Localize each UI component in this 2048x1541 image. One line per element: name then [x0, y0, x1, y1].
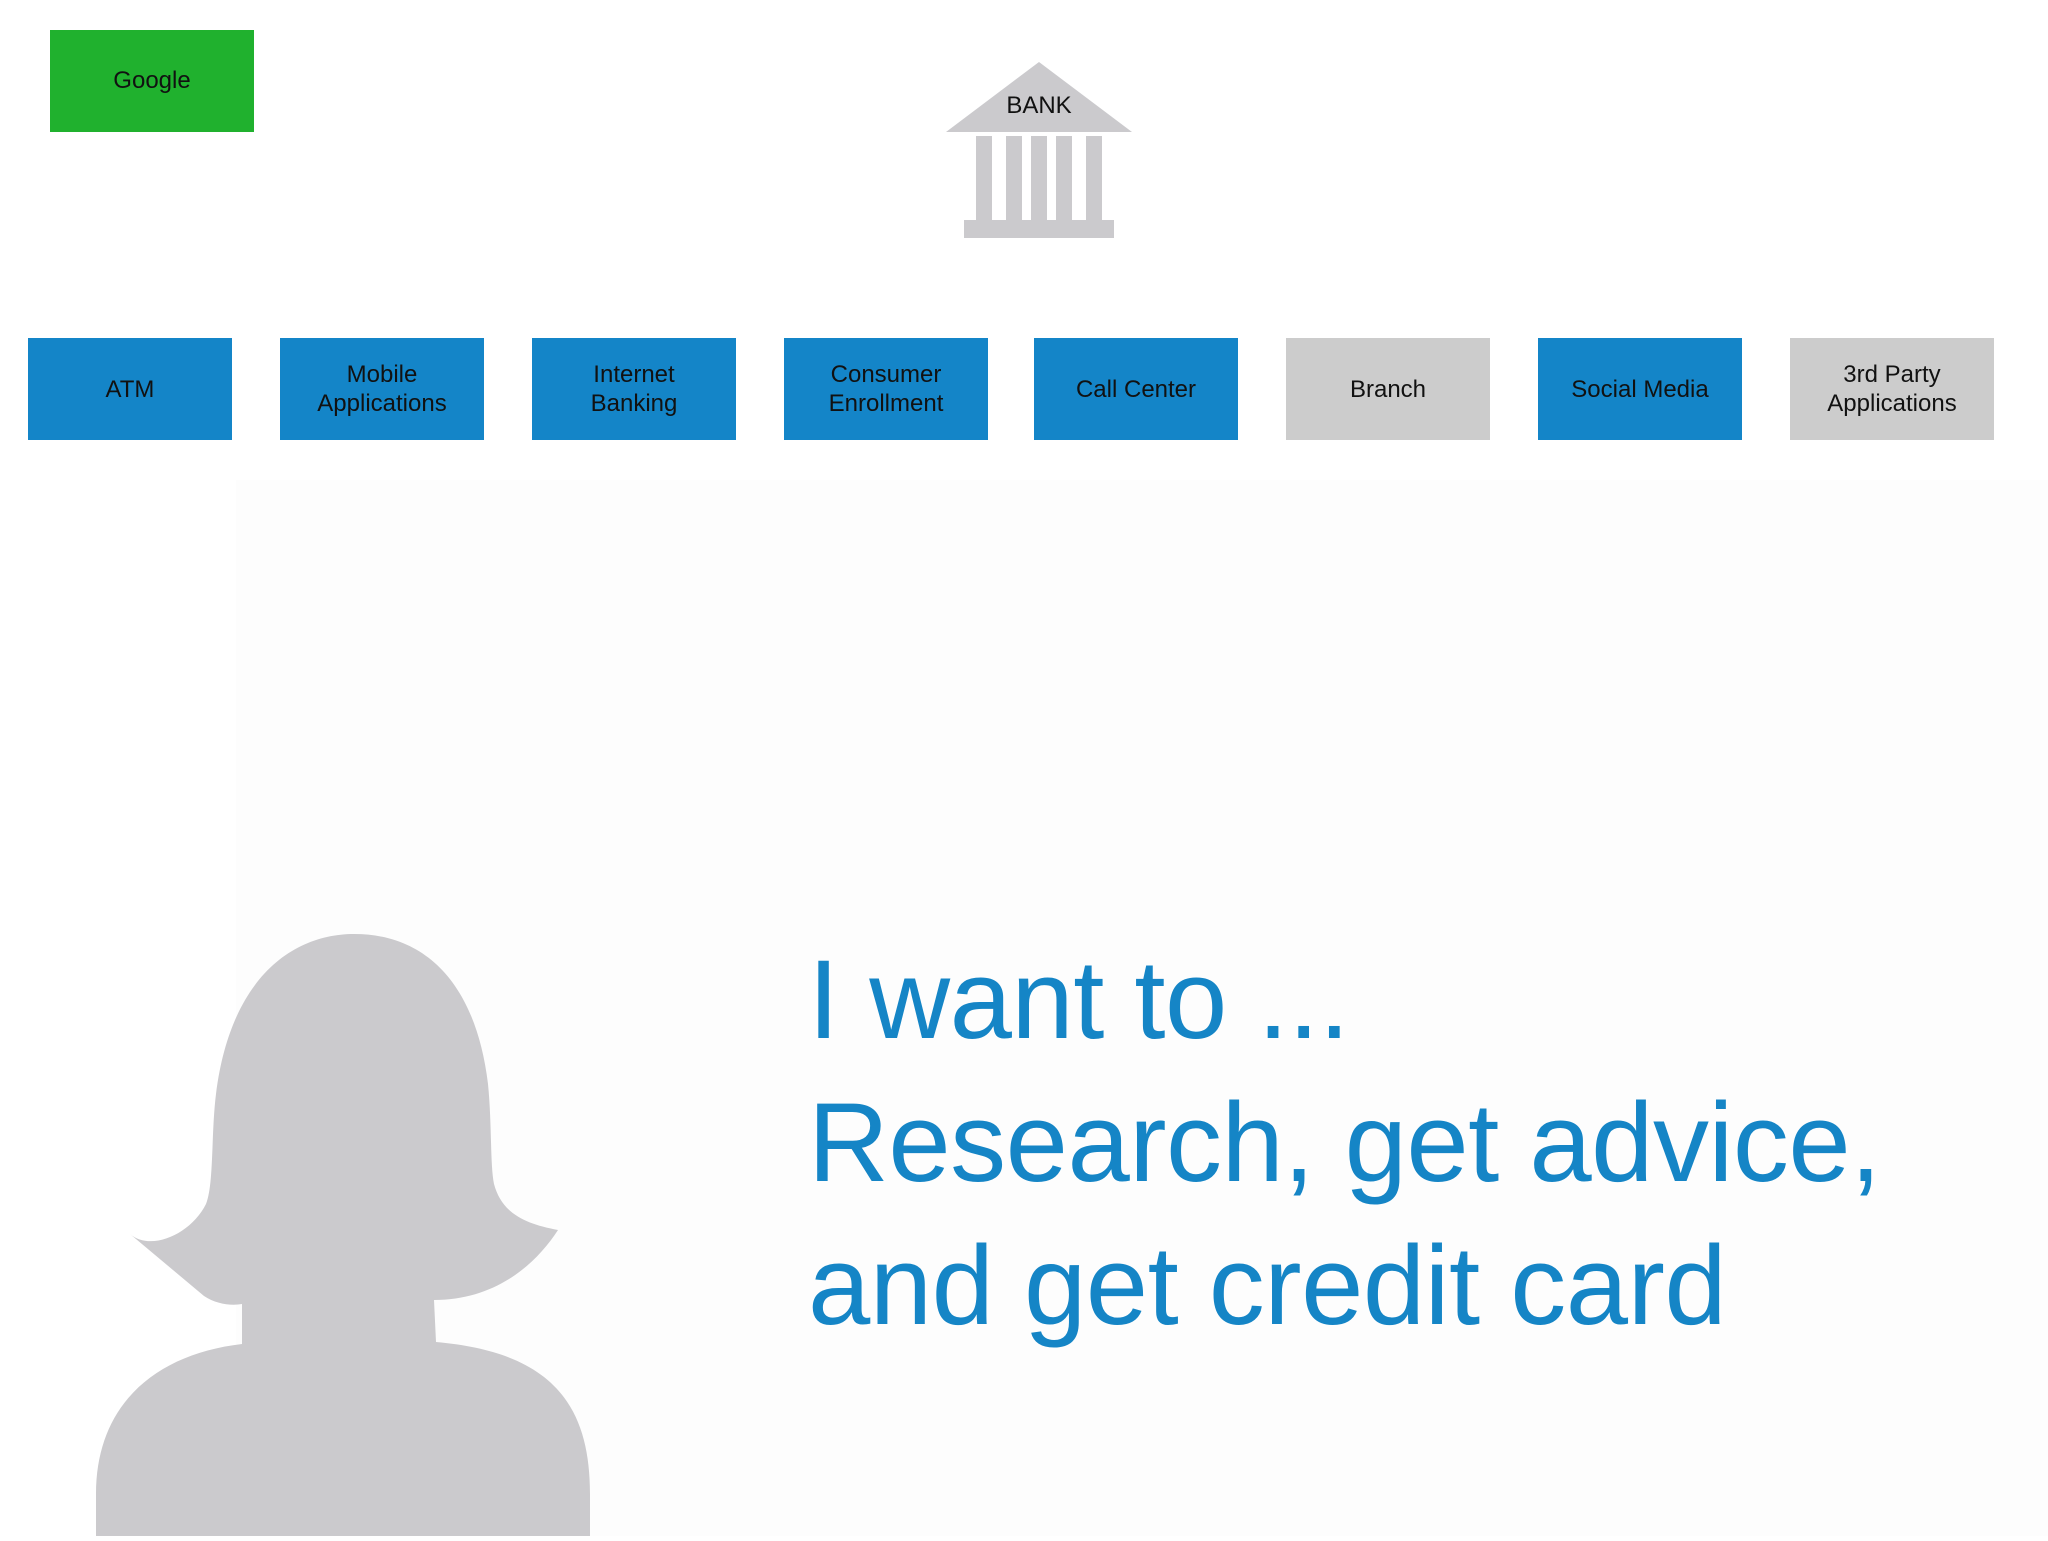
channel-label: Consumer Enrollment [828, 361, 944, 417]
bank-label: BANK [1006, 92, 1072, 119]
headline-line-3: and get credit card [808, 1223, 1727, 1348]
persona [96, 934, 596, 1536]
channel-internet-banking: Internet Banking [532, 338, 736, 440]
channel-social-media: Social Media [1538, 338, 1742, 440]
channel-label: Mobile Applications [317, 361, 447, 417]
person-silhouette-icon [96, 934, 590, 1536]
bank: BANK [944, 60, 1134, 242]
channel-consumer-enrollment: Consumer Enrollment [784, 338, 988, 440]
channel-3rd-party-applications: 3rd Party Applications [1790, 338, 1994, 440]
channel-branch: Branch [1286, 338, 1490, 440]
slide-background [236, 480, 2048, 1536]
google-label: Google [113, 67, 191, 94]
headline: I want to ... Research, get advice, and … [808, 928, 2028, 1357]
channel-label: ATM [105, 375, 155, 403]
headline-line-2: Research, get advice, [808, 1080, 1881, 1205]
channel-mobile-applications: Mobile Applications [280, 338, 484, 440]
channel-label: Call Center [1075, 375, 1197, 403]
channel-label: Branch [1349, 375, 1427, 403]
channel-label: Internet Banking [590, 361, 678, 417]
channel-atm: ATM [28, 338, 232, 440]
channel-label: Social Media [1571, 375, 1709, 403]
headline-line-1: I want to ... [808, 937, 1350, 1062]
bank-icon [946, 62, 1132, 238]
channel-call-center: Call Center [1034, 338, 1238, 440]
channel-label: 3rd Party Applications [1827, 361, 1957, 417]
google-box: Google [50, 30, 254, 132]
